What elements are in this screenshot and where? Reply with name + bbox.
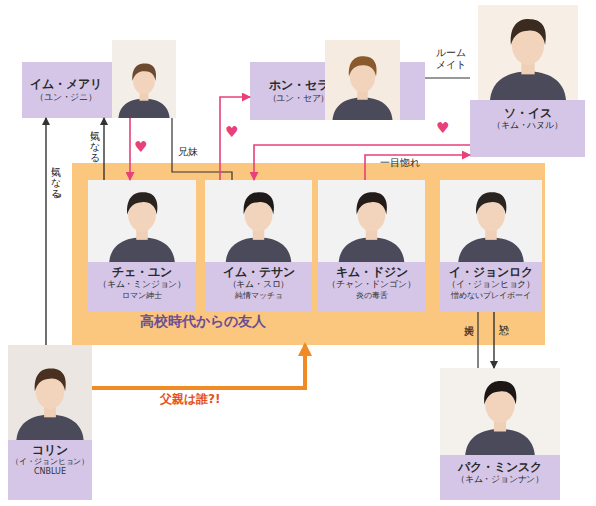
actor-name: （キム・ジョンナン） [456, 474, 544, 485]
actor-name: （ユン・セア） [268, 93, 330, 104]
actor-name: （チャン・ドンゴン） [327, 279, 415, 290]
relation-connector [45, 118, 46, 345]
character-name: チェ・ユン [112, 265, 172, 279]
character-card: イム・テサン（キム・スロ）純情マッチョ [205, 180, 312, 312]
actor-name: （ユン・ジニ） [35, 92, 97, 103]
relation-connector [425, 77, 470, 78]
character-name: イム・メアリ [30, 77, 102, 91]
character-tagline: 純情マッチョ [235, 291, 283, 301]
character-card: イ・ジョンロク（イ・ジョンヒョク）憎めないプレイボーイ [440, 180, 542, 312]
character-tagline: ロマン紳士 [122, 291, 162, 301]
character-card: チェ・ユン（キム・ミンジョン）ロマン紳士 [88, 180, 196, 312]
relation-label: 一目惚れ [380, 157, 420, 169]
friends-group-band: 高校時代からの友人チェ・ユン（キム・ミンジョン）ロマン紳士イム・テサン（キム・ス… [72, 163, 545, 345]
character-name: ソ・イス [504, 106, 552, 120]
relation-connector [92, 345, 305, 388]
actor-name: （キム・ハヌル） [492, 120, 562, 131]
character-box: イム・メアリ（ユン・ジニ） [22, 62, 176, 118]
character-name: イム・テサン [223, 265, 295, 279]
character-name: ホン・セラ [269, 78, 329, 92]
character-name: パク・ミンスク [458, 460, 542, 474]
actor-name: （キム・ミンジョン） [98, 279, 186, 290]
relation-label: 気になる? [50, 160, 62, 198]
character-card: コリン（イ・ジョンヒョン）CNBLUE [8, 345, 92, 500]
character-name: イ・ジョンロク [449, 265, 533, 279]
actor-name: （キム・スロ） [228, 279, 290, 290]
actor-name: （イ・ジョンヒョク） [447, 279, 535, 290]
character-box: ホン・セラ（ユン・セア） [250, 62, 425, 120]
character-name: コリン [32, 443, 68, 457]
relation-label: ♥ [225, 124, 238, 141]
character-card: ソ・イス（キム・ハヌル） [470, 5, 585, 157]
character-tagline: 炎の毒舌 [356, 291, 388, 301]
relation-label: 恐い [498, 318, 510, 329]
character-card: パク・ミンスク（キム・ジョンナン） [440, 368, 560, 500]
relation-label: 父親は誰?! [160, 393, 220, 407]
actor-name: （イ・ジョンヒョン） [11, 457, 89, 467]
relation-label: 気になる [89, 124, 101, 157]
character-tagline: 憎めないプレイボーイ [451, 291, 531, 301]
relation-label: ♥ [134, 139, 147, 156]
character-card: キム・ドジン（チャン・ドンゴン）炎の毒舌 [318, 180, 425, 312]
character-name: キム・ドジン [336, 265, 408, 279]
character-tagline: CNBLUE [34, 467, 66, 477]
group-title: 高校時代からの友人 [140, 313, 266, 331]
relation-label: 兄妹 [178, 146, 198, 158]
relation-label: ルーム メイト [436, 47, 472, 70]
relation-label: ♥ [436, 120, 449, 137]
